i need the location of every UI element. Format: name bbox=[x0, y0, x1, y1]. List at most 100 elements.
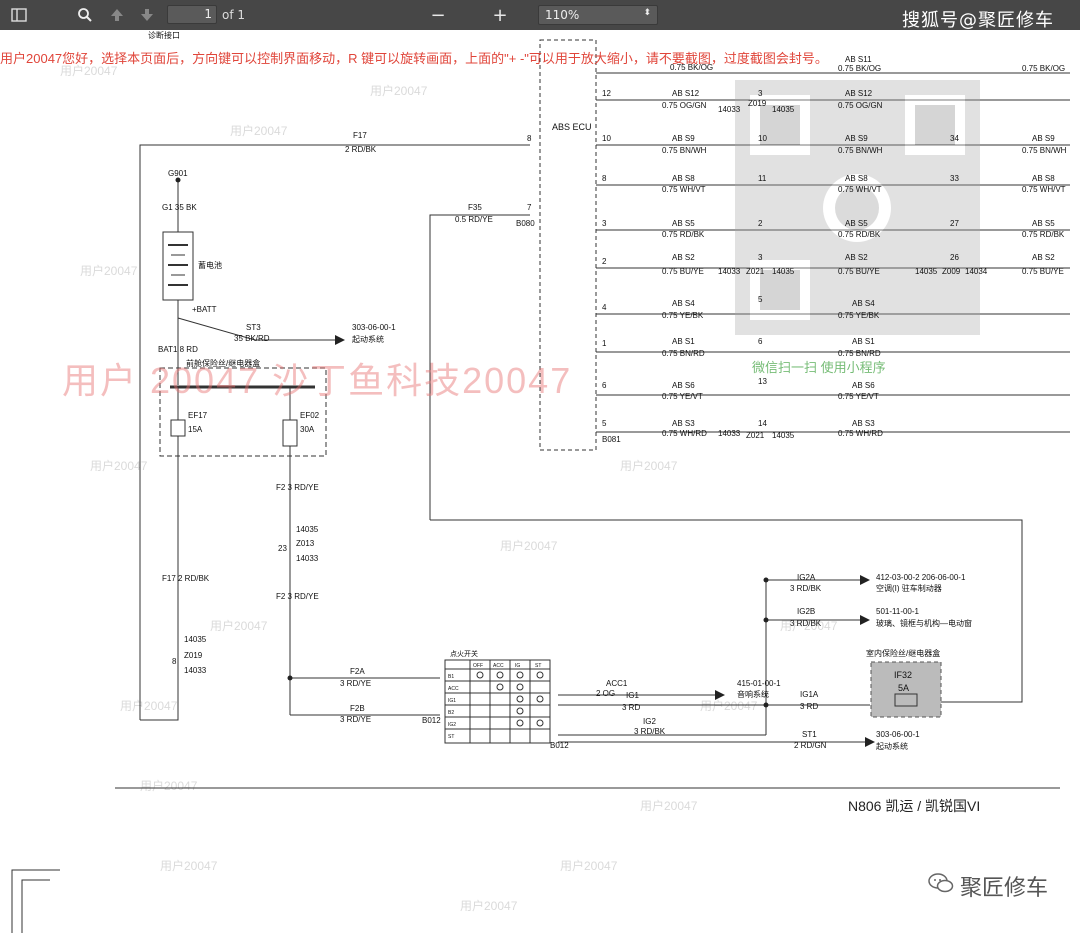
footer-brand-text: 聚匠修车 bbox=[959, 876, 1048, 901]
st1-ref-label: 303-06-00-1 bbox=[876, 730, 920, 739]
z019-label: Z019 bbox=[184, 651, 203, 660]
abs-name-far: AB S2 bbox=[1032, 253, 1055, 262]
abs-mid-pin: 5 bbox=[758, 295, 763, 304]
zoom-select[interactable]: 110% ⬍ bbox=[538, 5, 658, 25]
bat1-label: BAT1 8 RD bbox=[158, 345, 198, 354]
ig2b-ref-label: 501-11-00-1 bbox=[876, 607, 920, 616]
abs-name: AB S4 bbox=[672, 299, 695, 308]
wechat-icon bbox=[928, 872, 954, 900]
abs-pin: 6 bbox=[602, 381, 607, 390]
b012-label: B012 bbox=[422, 716, 441, 725]
abs-name-far: AB S9 bbox=[1032, 134, 1055, 143]
abs-right-pin: 26 bbox=[950, 253, 959, 262]
abs-wire: 0.75 BU/YE bbox=[662, 267, 704, 276]
ef17-label: EF17 bbox=[188, 411, 208, 420]
watermark-text: 用户20047 bbox=[640, 798, 698, 813]
abs-mid-pin: 14 bbox=[758, 419, 767, 428]
abs-name-right: AB S4 bbox=[852, 299, 875, 308]
abs-mid-pin: 10 bbox=[758, 134, 767, 143]
ig2-label: IG2 bbox=[643, 717, 656, 726]
abs-name: AB S5 bbox=[672, 219, 695, 228]
node-14033-bot-label: 14033 bbox=[718, 429, 741, 438]
abs-mid-pin: 6 bbox=[758, 337, 763, 346]
watermark-text: 用户20047 bbox=[230, 123, 288, 138]
abs-wire: 0.75 BN/RD bbox=[662, 349, 705, 358]
abs-row: 2 AB S2 0.75 BU/YE 3 AB S2 0.75 BU/YE 26… bbox=[602, 253, 1064, 276]
node-14035-mid-label: 14035 bbox=[772, 267, 795, 276]
ef02-amp-label: 30A bbox=[300, 425, 315, 434]
abs-ecu-label: ABS ECU bbox=[552, 122, 592, 132]
abs-name-far: AB S8 bbox=[1032, 174, 1055, 183]
abs-row: 12 AB S12 0.75 OG/GN 3 AB S12 0.75 OG/GN bbox=[602, 89, 883, 110]
abs-wire-right: 0.75 RD/BK bbox=[838, 230, 881, 239]
zoom-out-icon[interactable]: − bbox=[430, 4, 446, 26]
ignition-switch-table bbox=[444, 659, 551, 744]
acc1-label: ACC1 bbox=[606, 679, 628, 688]
watermark-text: 用户20047 bbox=[90, 458, 148, 473]
watermark-text: 用户20047 bbox=[620, 458, 678, 473]
pdf-toolbar: 1 of 1 − + 110% ⬍ 搜狐号@聚匠修车 bbox=[0, 0, 1080, 31]
ign-col-st: ST bbox=[535, 663, 541, 669]
big-watermark: 用户 20047 沙丁鱼科技20047 bbox=[62, 360, 573, 401]
abs-wire: 0.75 WH/VT bbox=[662, 185, 706, 194]
ig2a-dest-label: 空调(I) 驻车制动器 bbox=[876, 583, 942, 593]
ig2a-label: IG2A bbox=[797, 573, 816, 582]
abs-name: AB S9 bbox=[672, 134, 695, 143]
abs-wire-far: 0.75 RD/BK bbox=[1022, 230, 1065, 239]
abs-right-pin: 27 bbox=[950, 219, 959, 228]
abs-row: 6 AB S6 0.75 YE/VT 13 AB S6 0.75 YE/VT bbox=[602, 377, 879, 401]
ig2a-wire-label: 3 RD/BK bbox=[790, 584, 822, 593]
page-count: of 1 bbox=[222, 8, 246, 22]
wiring-diagram: 用户20047 用户20047 用户20047 用户20047 用户20047 … bbox=[11, 30, 1070, 933]
ig1a-label: IG1A bbox=[800, 690, 819, 699]
batt-plus-label: +BATT bbox=[192, 305, 217, 314]
node-14033-label: 14033 bbox=[296, 554, 319, 563]
abs-wire: 0.75 YE/BK bbox=[662, 311, 704, 320]
abs-wire-far: 0.75 WH/VT bbox=[1022, 185, 1066, 194]
abs-row: 1 AB S1 0.75 BN/RD 6 AB S1 0.75 BN/RD bbox=[602, 337, 881, 358]
abs-wire-right: 0.75 BN/RD bbox=[838, 349, 881, 358]
abs-pin: 10 bbox=[602, 134, 611, 143]
abs-name-right: AB S8 bbox=[845, 174, 868, 183]
sidebar-toggle-icon[interactable] bbox=[8, 5, 30, 25]
search-icon[interactable] bbox=[74, 5, 96, 25]
next-page-icon[interactable] bbox=[136, 5, 158, 25]
abs-wire: 0.75 BK/OG bbox=[670, 63, 713, 72]
watermark-text: 用户20047 bbox=[460, 898, 518, 913]
ign-row: IG2 bbox=[448, 722, 456, 728]
watermark-text: 用户20047 bbox=[80, 263, 138, 278]
watermark-text: 用户20047 bbox=[500, 538, 558, 553]
f17-label: F17 bbox=[353, 131, 367, 140]
pin-23-label: 23 bbox=[278, 544, 287, 553]
pin-label: 8 bbox=[527, 134, 532, 143]
ef17-amp-label: 15A bbox=[188, 425, 203, 434]
f2a-label: F2A bbox=[350, 667, 365, 676]
abs-signal-rows: 0.75 BK/OG AB S11 0.75 BK/OG 0.75 BK/OG … bbox=[602, 55, 1067, 438]
page-number-input[interactable]: 1 bbox=[167, 5, 217, 24]
if32-label: IF32 bbox=[894, 670, 912, 680]
ig2b-label: IG2B bbox=[797, 607, 815, 616]
abs-name-right: AB S2 bbox=[845, 253, 868, 262]
watermark-text: 用户20047 bbox=[60, 63, 118, 78]
node-14035-top-label: 14035 bbox=[772, 105, 795, 114]
z009-label: Z009 bbox=[942, 267, 961, 276]
abs-mid-pin: 2 bbox=[758, 219, 763, 228]
st1-label: ST1 bbox=[802, 730, 817, 739]
abs-name-right: AB S9 bbox=[845, 134, 868, 143]
abs-row: 8 AB S8 0.75 WH/VT 11 AB S8 0.75 WH/VT 3… bbox=[602, 174, 1066, 194]
abs-name: AB S8 bbox=[672, 174, 695, 183]
abs-name: AB S1 bbox=[672, 337, 695, 346]
ign-col-ig: IG bbox=[515, 663, 520, 669]
ign-row: B1 bbox=[448, 674, 454, 680]
zoom-in-icon[interactable]: + bbox=[492, 4, 508, 26]
acc1-wire-label: 2 OG bbox=[596, 689, 615, 698]
abs-name: AB S12 bbox=[672, 89, 700, 98]
z013-label: Z013 bbox=[296, 539, 315, 548]
abs-name-right: AB S6 bbox=[852, 381, 875, 390]
zoom-value: 110% bbox=[545, 8, 580, 22]
previous-page-icon[interactable] bbox=[106, 5, 128, 25]
st1-dest-label: 起动系统 bbox=[876, 741, 908, 751]
st1-wire-label: 2 RD/GN bbox=[794, 741, 827, 750]
abs-wire: 0.75 WH/RD bbox=[662, 429, 707, 438]
ig1-wire-label: 3 RD bbox=[622, 703, 640, 712]
